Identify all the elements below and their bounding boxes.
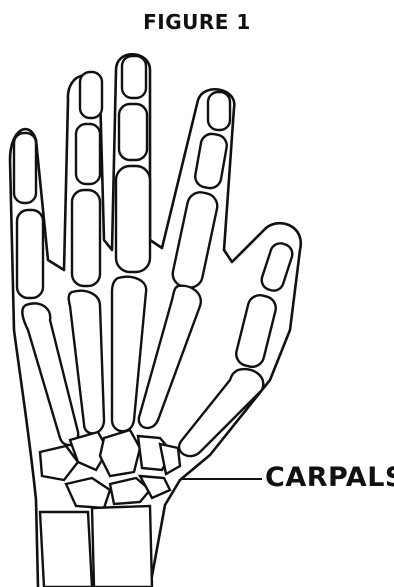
- metacarpal-bone: [139, 286, 201, 428]
- metacarpal-bone: [22, 303, 78, 445]
- phalanx-bone: [208, 92, 230, 130]
- phalanx-bone: [234, 293, 279, 370]
- phalanx-bone: [76, 124, 100, 184]
- carpal-bone: [100, 430, 140, 476]
- phalanx-bone: [17, 210, 43, 298]
- carpals-label: CARPALS: [265, 462, 394, 493]
- phalanx-bone: [80, 72, 102, 118]
- radius-bone: [92, 506, 152, 587]
- phalanx-bone: [14, 133, 36, 203]
- carpal-bone: [40, 446, 78, 480]
- phalanx-bone: [72, 190, 100, 286]
- phalanx-bone: [194, 132, 229, 190]
- ulna-bone: [40, 512, 92, 587]
- carpal-bone: [66, 478, 110, 508]
- phalanx-bone: [119, 104, 147, 160]
- phalanx-bone: [122, 56, 146, 98]
- phalanx-bone: [170, 190, 219, 290]
- phalanx-bone: [116, 166, 150, 272]
- phalanx-bone: [259, 241, 295, 293]
